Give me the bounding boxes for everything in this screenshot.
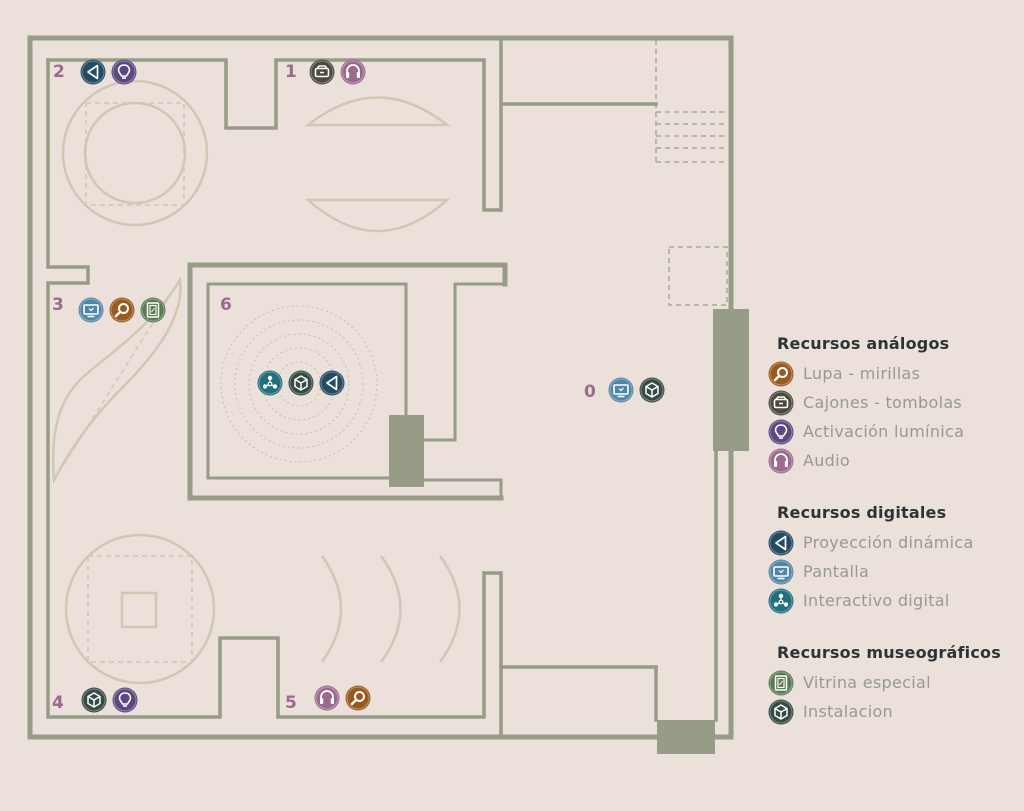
legend-group-title: Recursos análogos — [777, 334, 950, 353]
arc-panel-1-room-5 — [320, 555, 343, 663]
interactivo-icon — [768, 588, 794, 613]
vitrina-icon — [140, 297, 166, 323]
legend-item-lupa: Lupa - mirillas — [768, 359, 1018, 388]
furniture-layer — [51, 79, 461, 685]
interactivo-icon — [257, 370, 283, 396]
room-number-5: 5 — [285, 693, 297, 713]
legend-item-label: Audio — [803, 451, 850, 470]
round-display-room-4 — [64, 533, 216, 685]
arc-panel-2-room-5 — [379, 555, 402, 663]
block-east — [713, 309, 749, 451]
instalacion-legend-icon — [768, 699, 794, 724]
half-dome-bottom-room-1 — [304, 198, 451, 233]
inner-wall-west — [46, 58, 502, 719]
pantalla-icon — [768, 559, 794, 584]
half-dome-top-room-1 — [304, 96, 451, 127]
pantalla-icon — [608, 377, 634, 403]
audio-icon — [340, 59, 366, 85]
room-number-4: 4 — [52, 693, 64, 713]
dashed-display-room-4 — [87, 555, 193, 663]
lupa-legend-icon — [768, 361, 794, 386]
cajones-legend-icon — [768, 390, 794, 415]
dashed-display-room-2 — [85, 102, 185, 206]
legend-item-audio: Audio — [768, 446, 1018, 475]
instalacion-icon — [639, 377, 665, 403]
round-display-inner-room-2 — [83, 101, 187, 205]
room-6-wall — [187, 262, 504, 501]
instalacion-icon — [81, 687, 107, 713]
block-room-6 — [389, 415, 424, 487]
audio-legend-icon — [768, 448, 794, 473]
interactivo-legend-icon — [768, 588, 794, 613]
proyeccion-icon — [80, 59, 106, 85]
legend-item-label: Interactivo digital — [803, 591, 950, 610]
legend-item-interactivo: Interactivo digital — [768, 586, 1018, 615]
pedestal-room-4 — [120, 591, 158, 629]
legend-item-label: Proyección dinámica — [803, 533, 974, 552]
legend-group-title: Recursos museográficos — [777, 643, 1001, 662]
legend-item-label: Activación lumínica — [803, 422, 965, 441]
proyeccion-icon — [768, 530, 794, 555]
legend-item-label: Cajones - tombolas — [803, 393, 963, 412]
rooms-layer: 0 1 2 3 4 5 6 — [52, 59, 665, 713]
legend-item-instalacion: Instalacion — [768, 697, 1018, 726]
instalacion-icon — [768, 699, 794, 724]
cajones-icon — [768, 390, 794, 415]
block-south — [657, 720, 715, 754]
legend-item-label: Pantalla — [803, 562, 870, 581]
arc-panel-3-room-5 — [438, 555, 461, 663]
legend-item-cajones: Cajones - tombolas — [768, 388, 1018, 417]
pantalla-legend-icon — [768, 559, 794, 584]
lupa-icon — [768, 361, 794, 386]
dashed-annex — [655, 40, 728, 306]
legend-item-label: Lupa - mirillas — [803, 364, 921, 383]
activacion-legend-icon — [768, 419, 794, 444]
room-number-0: 0 — [584, 382, 596, 402]
room-number-6: 6 — [220, 295, 232, 315]
vitrina-legend-icon — [768, 670, 794, 695]
activacion-icon — [768, 419, 794, 444]
floor-plan: 0 1 2 3 4 5 6 — [27, 35, 749, 754]
lupa-icon — [345, 685, 371, 711]
pantalla-icon — [78, 297, 104, 323]
activacion-icon — [112, 687, 138, 713]
legend-item-vitrina: Vitrina especial — [768, 668, 1018, 697]
lupa-icon — [109, 297, 135, 323]
vitrina-icon — [768, 670, 794, 695]
cajones-icon — [309, 59, 335, 85]
room-number-3: 3 — [52, 295, 64, 315]
dashed-line-room-3 — [53, 279, 181, 481]
round-display-room-2 — [61, 79, 209, 227]
legend-item-label: Vitrina especial — [803, 673, 931, 692]
legend-group-title: Recursos digitales — [777, 503, 947, 522]
room-number-1: 1 — [285, 62, 297, 82]
instalacion-icon — [288, 370, 314, 396]
proyeccion-legend-icon — [768, 530, 794, 555]
activacion-icon — [111, 59, 137, 85]
inner-wall-north — [46, 58, 502, 212]
audio-icon — [314, 685, 340, 711]
room-number-2: 2 — [53, 62, 65, 82]
solid-blocks — [389, 309, 749, 754]
audio-icon — [768, 448, 794, 473]
legend-item-label: Instalacion — [803, 702, 893, 721]
legend-item-pantalla: Pantalla — [768, 557, 1018, 586]
legend-item-proyeccion: Proyección dinámica — [768, 528, 1018, 557]
proyeccion-icon — [319, 370, 345, 396]
legend-item-activacion: Activación lumínica — [768, 417, 1018, 446]
